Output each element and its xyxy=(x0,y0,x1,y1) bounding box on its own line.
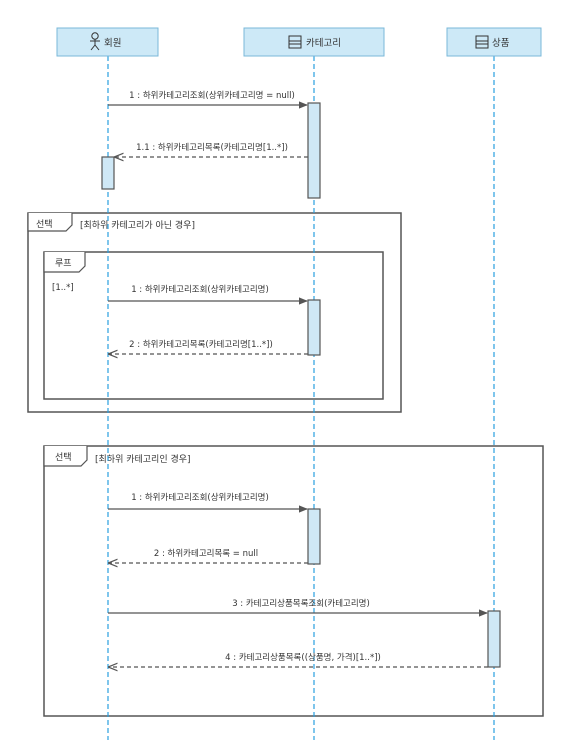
message-loop-1: 1 : 하위카테고리조회(상위카테고리명) xyxy=(108,284,308,305)
fragment-operator: 선택 xyxy=(36,219,53,230)
actor-icon xyxy=(90,32,100,51)
class-icon xyxy=(288,35,302,49)
message-label: 3 : 카테고리상품목록조회(카테고리명) xyxy=(232,598,370,609)
class-icon xyxy=(475,35,489,49)
message-loop-2: 2 : 하위카테고리목록(카테고리명[1..*]) xyxy=(109,339,308,354)
activation-bar xyxy=(487,610,501,668)
message-label: 4 : 카테고리상품목록((상품명, 가격)[1..*]) xyxy=(225,652,381,663)
fragment-alt-1: 선택 [최하위 카테고리가 아닌 경우] xyxy=(27,212,402,413)
message-alt2-1: 1 : 하위카테고리조회(상위카테고리명) xyxy=(108,492,308,513)
fragment-operator: 선택 xyxy=(55,452,72,463)
fragment-loop: 루프 [1..*] xyxy=(43,251,384,400)
header-category: 카테고리 xyxy=(243,27,385,57)
message-alt2-3: 3 : 카테고리상품목록조회(카테고리명) xyxy=(108,598,488,617)
fragment-alt-2: 선택 [최하위 카테고리인 경우] xyxy=(43,445,544,717)
message-label: 1 : 하위카테고리조회(상위카테고리명 = null) xyxy=(129,90,295,101)
activation-bar xyxy=(307,508,321,565)
activation-bar xyxy=(101,156,115,190)
lifeline-name: 카테고리 xyxy=(306,38,341,49)
header-member: 회원 xyxy=(56,27,159,57)
message-label: 1 : 하위카테고리조회(상위카테고리명) xyxy=(131,492,269,503)
message-label: 1.1 : 하위카테고리목록(카테고리명[1..*]) xyxy=(136,142,288,153)
message-1-1: 1.1 : 하위카테고리목록(카테고리명[1..*]) xyxy=(115,142,308,157)
message-1: 1 : 하위카테고리조회(상위카테고리명 = null) xyxy=(108,90,308,109)
header-product: 상품 xyxy=(446,27,542,57)
message-label: 2 : 하위카테고리목록(카테고리명[1..*]) xyxy=(129,339,273,350)
message-alt2-2: 2 : 하위카테고리목록 = null xyxy=(109,548,308,563)
fragment-operator: 루프 xyxy=(55,258,72,269)
message-label: 2 : 하위카테고리목록 = null xyxy=(154,548,258,559)
fragment-guard: [1..*] xyxy=(52,283,74,293)
fragment-guard: [최하위 카테고리가 아닌 경우] xyxy=(80,219,195,231)
message-alt2-4: 4 : 카테고리상품목록((상품명, 가격)[1..*]) xyxy=(109,652,488,667)
activation-bar xyxy=(307,299,321,356)
message-label: 1 : 하위카테고리조회(상위카테고리명) xyxy=(131,284,269,295)
activation-bar xyxy=(307,102,321,199)
fragment-guard: [최하위 카테고리인 경우] xyxy=(95,453,191,465)
lifeline-name: 상품 xyxy=(492,38,510,49)
lifeline-name: 회원 xyxy=(104,38,121,49)
